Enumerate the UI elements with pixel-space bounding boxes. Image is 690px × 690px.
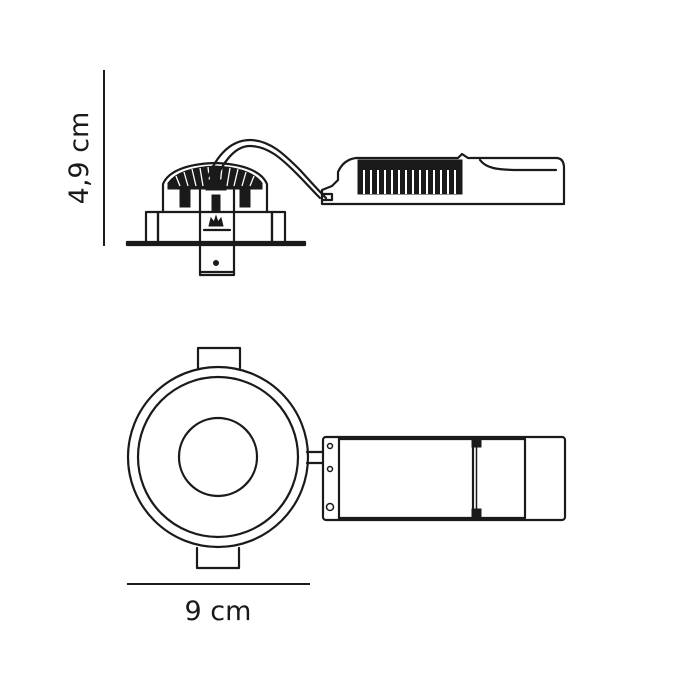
top-tab [196, 346, 242, 370]
side-driver-box [320, 152, 566, 206]
inner-ring [136, 375, 300, 539]
side-left-block [144, 210, 160, 244]
top-cable [305, 450, 325, 465]
side-spring-clip [198, 188, 236, 277]
width-label: 9 cm [185, 596, 252, 627]
width-dimension: 9 cm [127, 583, 310, 627]
side-right-block [270, 210, 287, 244]
height-dimension: 4,9 cm [64, 70, 105, 246]
bottom-tab [195, 546, 241, 570]
height-label: 4,9 cm [64, 112, 95, 205]
top-driver-box [321, 435, 567, 522]
side-cable [204, 138, 328, 200]
top-view [126, 346, 567, 570]
side-view [125, 138, 566, 277]
lens [177, 416, 259, 498]
outer-ring [126, 365, 310, 549]
